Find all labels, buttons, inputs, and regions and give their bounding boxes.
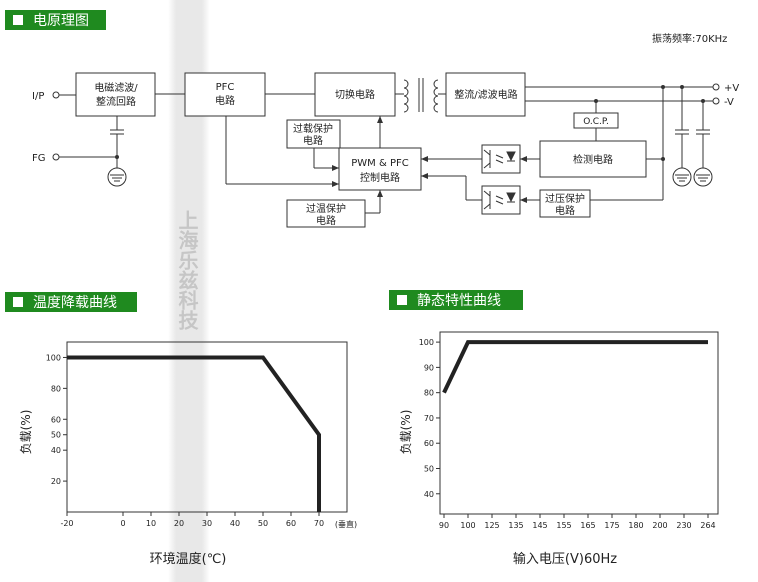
x-tick-label: 30 [202, 519, 212, 528]
x-tick-label: 100 [460, 521, 475, 530]
pwm-label-2: 控制电路 [360, 171, 400, 184]
x-tick-label: 0 [120, 519, 125, 528]
otp-label-1: 过温保护 [306, 202, 346, 215]
y-tick-label: 80 [51, 384, 61, 393]
input-terminal-label: I/P [32, 91, 44, 102]
fg-terminal-label: FG [32, 153, 46, 164]
detect-block [539, 140, 647, 178]
static-series-line [442, 340, 708, 394]
square-bullet-icon [397, 295, 407, 305]
x-tick-label: 10 [146, 519, 156, 528]
y-tick-label: 100 [46, 353, 61, 362]
otp-label-2: 电路 [316, 214, 336, 227]
y-tick-label: 40 [424, 490, 434, 499]
derating-series-line [67, 355, 321, 512]
x-tick-label: 200 [652, 521, 667, 530]
x-tick-label: -20 [60, 519, 73, 528]
x-tick-label: 155 [556, 521, 571, 530]
rect-filter-block [445, 72, 526, 117]
derating-title: 温度降载曲线 [33, 295, 117, 311]
optocoupler-icon [481, 144, 521, 174]
pos-terminal-label: +V [724, 83, 739, 94]
y-tick-label: 90 [424, 363, 434, 372]
static-chart: 40 50 60 70 80 90 100 90 100 125 135 145 155 165 175 1… [399, 331, 719, 567]
x-tick-label: 125 [484, 521, 499, 530]
detect-label: 检测电路 [573, 153, 613, 166]
ovp-block [539, 189, 591, 218]
y-tick-label: 20 [51, 477, 61, 486]
y-tick-label: 50 [51, 431, 61, 440]
ocp-block [573, 112, 619, 129]
x-tick-label: 264 [700, 521, 715, 530]
block-diagram-header: 电原理图 [5, 10, 106, 30]
emi-label-1: 电磁滤波/ [94, 81, 138, 94]
x-tick-label: 165 [580, 521, 595, 530]
oscillation-frequency: 振荡频率:70KHz [652, 34, 728, 45]
rect-label: 整流/滤波电路 [454, 88, 517, 101]
x-tick-label: 135 [508, 521, 523, 530]
y-tick-label: 40 [51, 446, 61, 455]
x-axis-note: (垂直) [335, 519, 357, 529]
olp-block [286, 119, 341, 149]
static-header: 静态特性曲线 [389, 290, 523, 310]
y-tick-label: 80 [424, 389, 434, 398]
square-bullet-icon [13, 15, 23, 25]
y-tick-label: 50 [424, 465, 434, 474]
x-axis-label: 输入电压(V)60Hz [513, 551, 617, 567]
pwm-label-1: PWM & PFC [351, 158, 408, 169]
block-diagram-title: 电原理图 [33, 13, 89, 29]
plot-frame [439, 331, 719, 515]
x-tick-label: 60 [286, 519, 296, 528]
y-tick-label: 100 [419, 338, 434, 347]
square-bullet-icon [13, 297, 23, 307]
y-axis-label: 负载(%) [399, 410, 413, 455]
emi-filter-block [75, 72, 156, 117]
x-tick-label: 230 [676, 521, 691, 530]
olp-label-2: 电路 [303, 134, 323, 147]
x-tick-label: 145 [532, 521, 547, 530]
pfc-block [184, 72, 266, 117]
switch-block [314, 72, 396, 117]
pwm-pfc-block [338, 147, 422, 191]
emi-label-2: 整流回路 [96, 95, 136, 108]
ocp-label: O.C.P. [583, 117, 609, 127]
x-tick-label: 20 [174, 519, 184, 528]
derating-header: 温度降载曲线 [5, 292, 137, 312]
pfc-label-1: PFC [216, 82, 235, 93]
derating-chart: 20 40 50 60 80 100 -20 0 10 20 30 40 50 60 70 (垂直) 环境… [19, 341, 357, 567]
x-axis-label: 环境温度(℃) [150, 551, 227, 567]
plot-frame [66, 341, 348, 513]
y-tick-label: 60 [51, 415, 61, 424]
static-title: 静态特性曲线 [417, 293, 501, 309]
x-tick-label: 70 [314, 519, 324, 528]
ovp-label-1: 过压保护 [545, 192, 585, 205]
neg-terminal-label: -V [724, 97, 734, 108]
otp-block [286, 199, 366, 228]
x-tick-label: 40 [230, 519, 240, 528]
ovp-label-2: 电路 [555, 204, 575, 217]
block-diagram: 电磁滤波/ 整流回路 PFC 电路 切换电路 整流/滤波电路 O.C.P. 检测… [32, 72, 739, 228]
y-tick-label: 70 [424, 414, 434, 423]
x-tick-label: 175 [604, 521, 619, 530]
switch-label: 切换电路 [335, 88, 375, 101]
pfc-label-2: 电路 [215, 94, 235, 107]
x-tick-label: 50 [258, 519, 268, 528]
y-axis-label: 负载(%) [19, 410, 33, 455]
olp-label-1: 过载保护 [293, 122, 333, 135]
y-tick-label: 60 [424, 439, 434, 448]
x-tick-label: 180 [628, 521, 643, 530]
x-tick-label: 90 [439, 521, 449, 530]
optocoupler-icon [481, 185, 521, 215]
